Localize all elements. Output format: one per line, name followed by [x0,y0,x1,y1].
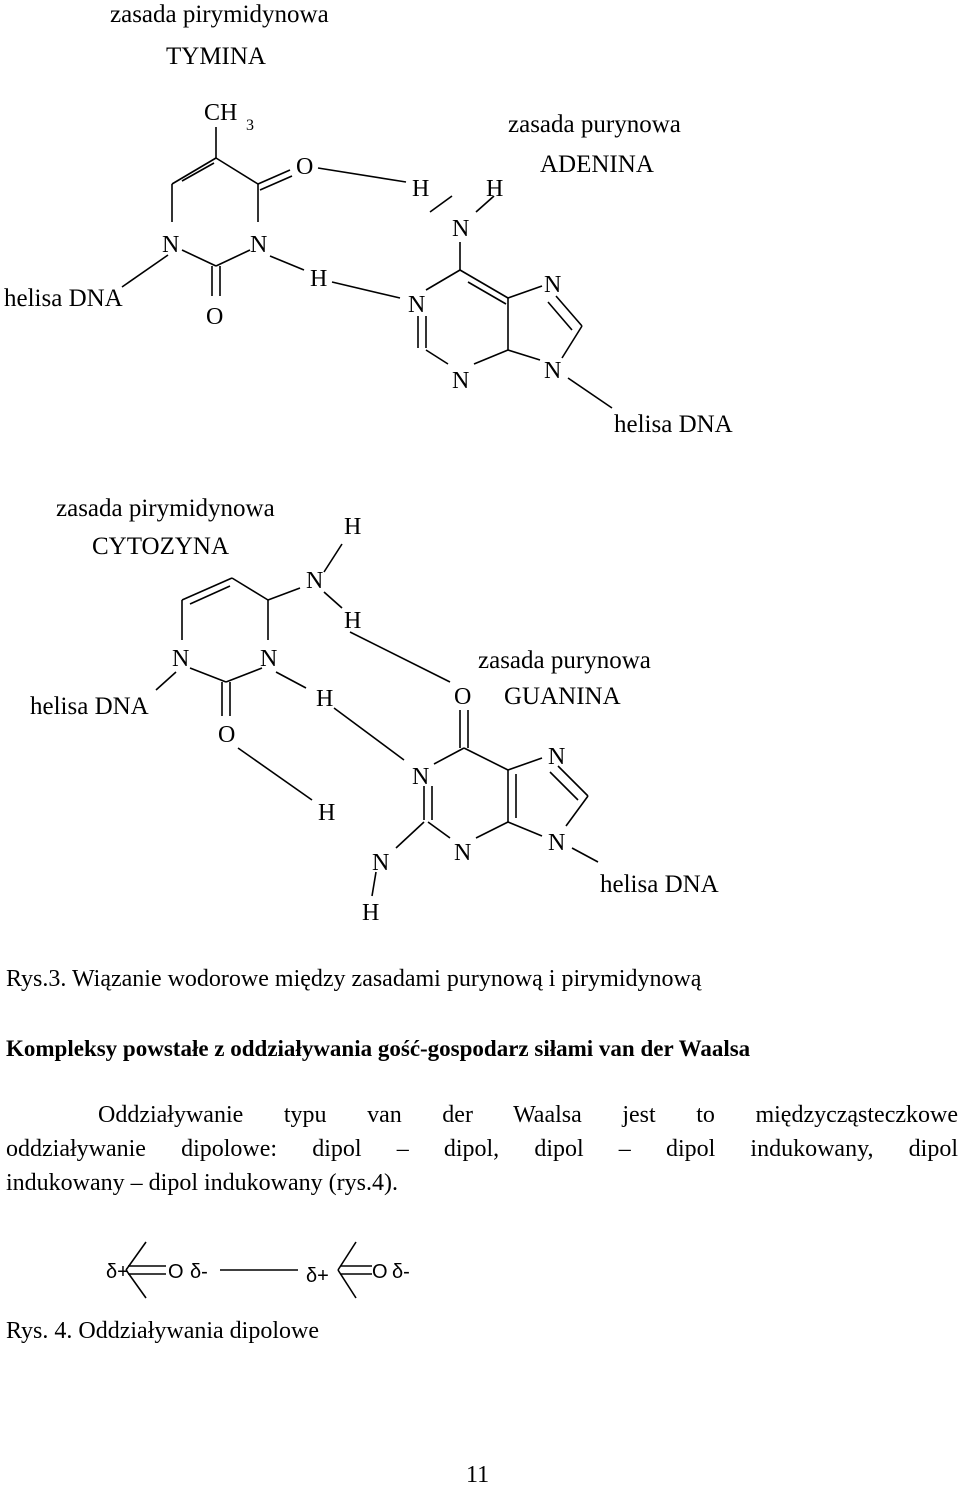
dipole-1-delta-plus: δ+ [106,1261,129,1283]
bond-lines [121,127,613,897]
adenine-amine-hydrogen-1: H [412,176,429,202]
adenine-n1: N [408,292,425,318]
adenine-strand-label: helisa DNA [614,411,733,438]
dipole-2-delta-plus: δ+ [306,1265,329,1287]
guanine-n9: N [548,830,565,856]
dipole-2-delta-minus: δ- [392,1261,410,1283]
figure-4-caption: Rys. 4. Oddziaływania dipolowe [6,1318,319,1344]
cytosine-amine-hydrogen-1: H [344,514,361,540]
thymine-strand-label: helisa DNA [4,285,123,312]
adenine-name: ADENINA [540,151,654,178]
page-number: 11 [466,1462,490,1488]
adenine-amine-hydrogen-2: H [486,176,503,202]
thymine-class-label: zasada pirymidynowa [110,1,329,28]
guanine-amine-hydrogen-2: H [362,900,379,926]
cytosine-amine-hydrogen-2: H [344,608,361,634]
thymine-c2-oxygen: O [206,304,223,330]
thymine-n3-hydrogen: H [310,266,327,292]
dipole-1-delta-minus: δ- [190,1261,208,1283]
dipole-bonds [125,1241,372,1299]
guanine-name: GUANINA [504,683,621,710]
thymine-methyl-subscript: 3 [246,117,254,134]
thymine-name: TYMINA [166,43,266,70]
cytosine-strand-label: helisa DNA [30,693,149,720]
guanine-carbonyl-oxygen: O [454,684,471,710]
guanine-amine-hydrogen-1: H [318,800,335,826]
guanine-n3: N [454,840,471,866]
guanine-strand-label: helisa DNA [600,871,719,898]
cytosine-c2-oxygen: O [218,722,235,748]
adenine-class-label: zasada purynowa [508,111,681,138]
paragraph-line-1: Oddziaływanie typu van der Waalsa jest t… [98,1102,958,1128]
adenine-amine-nitrogen: N [452,216,469,242]
guanine-n1: N [412,764,429,790]
figure-3-caption: Rys.3. Wiązanie wodorowe między zasadami… [6,966,702,992]
thymine-n3: N [250,232,267,258]
base-pairing-diagram: zasada pirymidynowa TYMINA CH 3 O N N O … [4,1,733,926]
cytosine-name: CYTOZYNA [92,533,229,560]
guanine-class-label: zasada purynowa [478,647,651,674]
thymine-methyl: CH [204,100,237,126]
thymine-carbonyl-oxygen: O [296,154,313,180]
adenine-n3: N [452,368,469,394]
section-heading: Kompleksy powstałe z oddziaływania gość-… [6,1036,751,1061]
paragraph-line-2: oddziaływanie dipolowe: dipol – dipol, d… [6,1136,958,1162]
guanine-n1-hydrogen: H [316,686,333,712]
dipole-2-oxygen: O [372,1261,388,1283]
cytosine-class-label: zasada pirymidynowa [56,495,275,522]
cytosine-n3: N [260,646,277,672]
body-paragraph: Oddziaływanie typu van der Waalsa jest t… [6,1098,958,1200]
cytosine-n1: N [172,646,189,672]
cytosine-amine-nitrogen: N [306,568,323,594]
thymine-n1: N [162,232,179,258]
guanine-n7: N [548,744,565,770]
guanine-amine-nitrogen: N [372,850,389,876]
dipole-interaction-diagram: δ+ O δ- δ+ O δ- [106,1241,410,1299]
dipole-1-oxygen: O [168,1261,184,1283]
adenine-n7: N [544,272,561,298]
adenine-n9: N [544,358,561,384]
paragraph-line-3: indukowany – dipol indukowany (rys.4). [6,1170,398,1196]
